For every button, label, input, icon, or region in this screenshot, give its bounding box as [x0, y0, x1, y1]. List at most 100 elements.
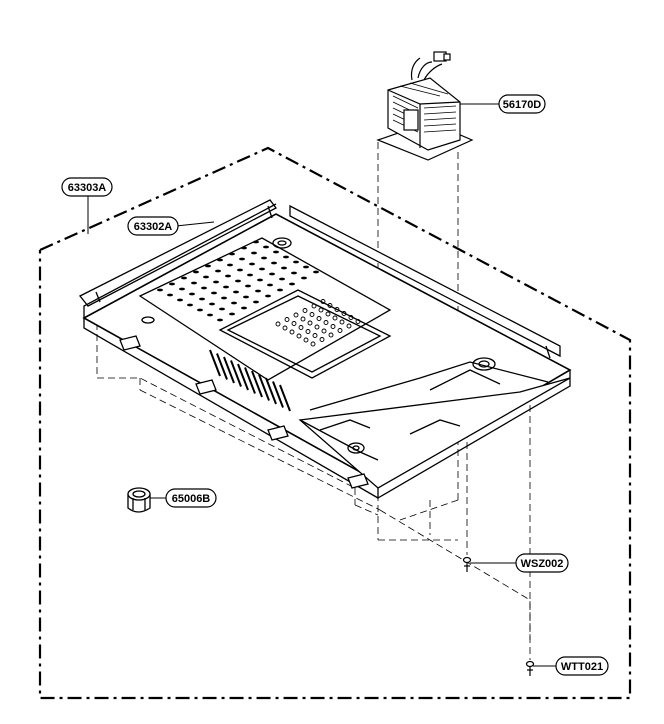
callout-wsz002-text: WSZ002 — [521, 558, 564, 570]
grille-hole — [311, 303, 317, 309]
vent-hole — [221, 296, 227, 300]
vent-hole — [283, 255, 289, 259]
vent-hole — [259, 267, 265, 271]
callout-63303a-text: 63303A — [68, 182, 107, 194]
louver-slot — [265, 377, 277, 405]
grille-hole — [293, 312, 299, 318]
vent-hole — [203, 275, 209, 279]
vent-hole — [217, 318, 223, 322]
vent-hole — [217, 258, 223, 262]
vent-hole — [269, 272, 275, 276]
vent-hole — [293, 260, 299, 264]
vent-hole — [255, 289, 261, 293]
callout-63302a-text: 63302A — [134, 221, 173, 233]
grille-hole — [275, 321, 281, 327]
louver-slot — [272, 381, 284, 408]
vent-hole — [265, 294, 271, 298]
vent-hole — [273, 250, 279, 254]
vent-hole — [157, 288, 163, 292]
vent-hole — [237, 268, 243, 272]
vent-hole — [215, 269, 221, 273]
grille-hole — [355, 319, 361, 324]
louver-slot — [258, 374, 270, 401]
callout-wsz002: WSZ002 — [515, 553, 569, 573]
vent-hole — [201, 286, 207, 290]
louver-slot — [251, 370, 263, 398]
louver-slot — [244, 367, 256, 394]
grille-hole — [316, 316, 322, 321]
grille-hole — [348, 315, 354, 320]
vent-hole — [251, 251, 257, 255]
vent-hole — [181, 276, 187, 280]
vent-hole — [219, 307, 225, 311]
grille-hole — [307, 320, 313, 326]
louver-slot — [209, 349, 221, 377]
vent-hole — [235, 279, 241, 283]
vent-hole — [229, 252, 235, 256]
grille-hole — [309, 312, 315, 317]
grille-hole — [318, 307, 324, 313]
vent-hole — [187, 303, 193, 307]
screw-wsz002-part — [462, 556, 472, 572]
grille-hole — [327, 303, 333, 308]
grille-hole — [312, 333, 318, 338]
vent-holes — [157, 240, 319, 322]
grille-hole — [289, 329, 295, 335]
side-louvers — [209, 349, 291, 412]
vent-hole — [291, 271, 297, 275]
transformer-part — [376, 51, 474, 161]
grille-hole — [305, 329, 311, 334]
grille-hole — [303, 337, 309, 343]
grille-hole — [320, 299, 326, 304]
vent-hole — [199, 297, 205, 301]
grille-hole — [319, 337, 325, 342]
grille-hole — [310, 341, 316, 347]
vent-hole — [179, 287, 185, 291]
vent-hole — [243, 295, 249, 299]
grille-hole — [302, 308, 308, 313]
grille-hole — [296, 333, 302, 339]
vent-hole — [241, 306, 247, 310]
leader-lines — [87, 103, 556, 667]
grille-holes — [275, 299, 361, 347]
vent-hole — [223, 285, 229, 289]
callout-63303a: 63303A — [61, 177, 113, 197]
vent-hole — [313, 270, 319, 274]
grille-hole — [284, 317, 290, 322]
vent-hole — [211, 291, 217, 295]
vent-hole — [261, 256, 267, 260]
grille-hole — [330, 324, 336, 329]
vent-hole — [233, 290, 239, 294]
vent-hole — [177, 298, 183, 302]
vent-hole — [209, 302, 215, 306]
grille-hole — [291, 321, 297, 326]
vent-hole — [191, 281, 197, 285]
grille-hole — [337, 328, 343, 333]
grille-hole — [341, 311, 347, 316]
vent-hole — [213, 280, 219, 284]
callout-wtt021-text: WTT021 — [561, 661, 603, 673]
grille-hole — [334, 307, 340, 312]
foot-part — [127, 487, 151, 513]
vent-hole — [257, 278, 263, 282]
grille-hole — [298, 325, 304, 330]
vent-hole — [231, 301, 237, 305]
louver-slot — [230, 360, 242, 387]
vent-hole — [229, 312, 235, 316]
outer-cover-outline — [38, 146, 632, 700]
vent-hole — [247, 273, 253, 277]
grille-hole — [300, 316, 306, 322]
vent-hole — [189, 292, 195, 296]
vent-hole — [169, 282, 175, 286]
callout-65006b: 65006B — [165, 488, 217, 508]
callout-56170d-text: 56170D — [503, 99, 542, 111]
grille-hole — [282, 325, 288, 331]
louver-slot — [237, 363, 249, 391]
callout-56170d: 56170D — [498, 94, 546, 114]
callout-65006b-text: 65006B — [172, 493, 211, 505]
grille-hole — [325, 311, 331, 317]
vent-hole — [241, 246, 247, 250]
vent-hole — [207, 313, 213, 317]
vent-hole — [167, 293, 173, 297]
